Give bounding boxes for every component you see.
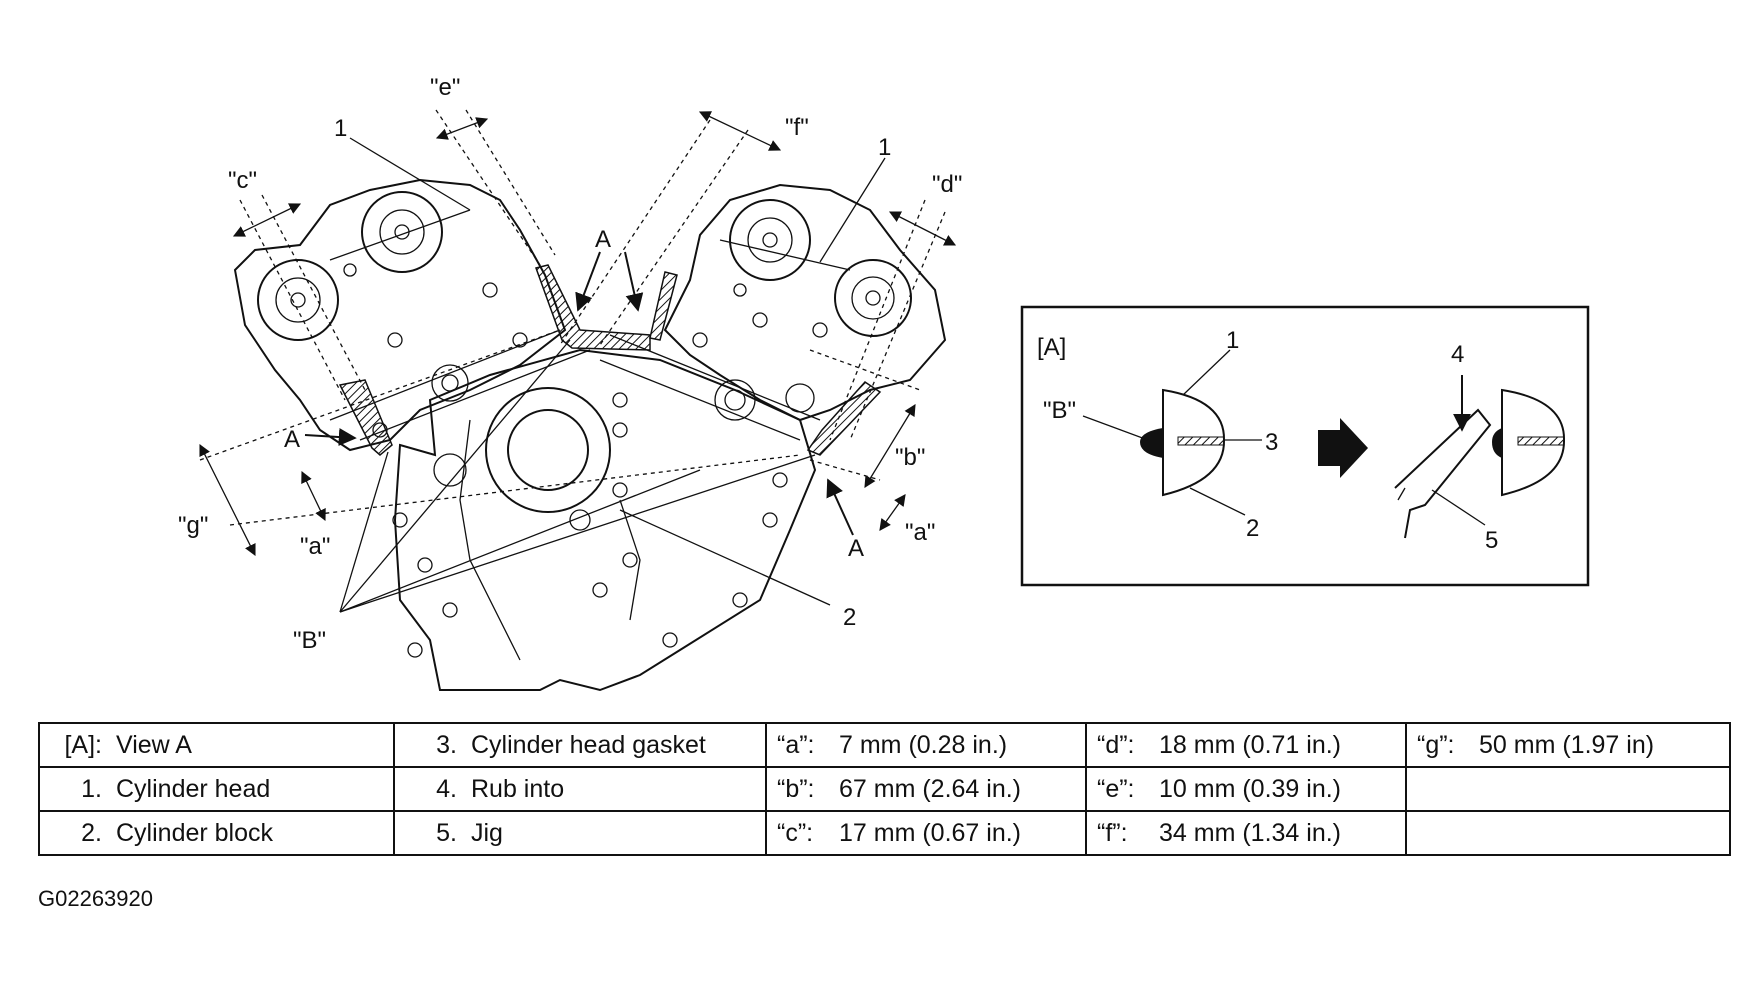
legend-cell: “b”: 67 mm (2.64 in.) xyxy=(765,766,1087,812)
legend-cell: “c”: 17 mm (0.67 in.) xyxy=(765,810,1087,856)
legend-value: 17 mm (0.67 in.) xyxy=(839,818,1022,847)
legend-key: 5. xyxy=(436,818,457,847)
label-B: "B" xyxy=(293,627,326,654)
figure-code: G02263920 xyxy=(38,886,153,911)
legend-value: Rub into xyxy=(471,774,565,803)
legend-value: 7 mm (0.28 in.) xyxy=(839,730,1008,759)
legend-row: 1. Cylinder head 4. Rub into “b”: 67 mm (2.64… xyxy=(38,766,1731,812)
legend-value: 67 mm (2.64 in.) xyxy=(839,774,1022,803)
legend-cell: 1. Cylinder head xyxy=(38,766,395,812)
legend-value: 18 mm (0.71 in.) xyxy=(1159,730,1342,759)
inset-label-B: "B" xyxy=(1043,397,1076,424)
legend-cell: “a”: 7 mm (0.28 in.) xyxy=(765,722,1087,768)
legend-key: “a”: xyxy=(777,730,815,759)
legend-cell xyxy=(1405,766,1731,812)
legend-table: [A]: View A 3. Cylinder head gasket “a”: 7 mm… xyxy=(38,722,1731,856)
view-a-inset: [A] "B" 1 2 3 4 5 xyxy=(1020,305,1590,587)
legend-cell xyxy=(1405,810,1731,856)
legend-key: “f”: xyxy=(1097,818,1128,847)
inset-label-1: 1 xyxy=(1226,327,1239,354)
legend-key: “g”: xyxy=(1417,730,1455,759)
engine-outline xyxy=(233,178,947,692)
legend-key: 3. xyxy=(436,730,457,759)
view-a-arrows xyxy=(304,251,854,536)
legend-body: [A]: View A 3. Cylinder head gasket “a”: 7 mm… xyxy=(38,722,1731,856)
label-a-right: "a" xyxy=(905,519,935,546)
dimension-lines xyxy=(199,109,957,613)
legend-key: 1. xyxy=(81,774,102,803)
label-e: "e" xyxy=(430,74,460,101)
legend-value: Cylinder block xyxy=(116,818,274,847)
inset-label-2: 2 xyxy=(1246,515,1259,542)
legend-value: View A xyxy=(116,730,192,759)
label-f: "f" xyxy=(785,114,809,141)
label-g: "g" xyxy=(178,512,208,539)
legend-cell: 3. Cylinder head gasket xyxy=(393,722,767,768)
legend-row: [A]: View A 3. Cylinder head gasket “a”: 7 mm… xyxy=(38,722,1731,768)
engine-diagram: "e" "f" "c" "d" "b" "a" "a" "g" "B" A A … xyxy=(178,74,1590,692)
label-a-left: "a" xyxy=(300,533,330,560)
inset-label-3: 3 xyxy=(1265,429,1278,456)
legend-cell: “e”: 10 mm (0.39 in.) xyxy=(1085,766,1407,812)
label-c: "c" xyxy=(228,167,257,194)
inset-title: [A] xyxy=(1037,334,1066,361)
legend-cell: “f”: 34 mm (1.34 in.) xyxy=(1085,810,1407,856)
legend-key: 4. xyxy=(436,774,457,803)
legend-key: 2. xyxy=(81,818,102,847)
legend-key: [A]: xyxy=(64,730,102,759)
legend-key: “d”: xyxy=(1097,730,1135,759)
legend-value: Jig xyxy=(471,818,503,847)
legend-cell: 2. Cylinder block xyxy=(38,810,395,856)
sealant-beads xyxy=(338,264,882,456)
legend-value: Cylinder head gasket xyxy=(471,730,706,759)
label-view-a-left: A xyxy=(284,426,300,453)
legend-cell: “d”: 18 mm (0.71 in.) xyxy=(1085,722,1407,768)
inset-label-5: 5 xyxy=(1485,527,1498,554)
legend-value: 50 mm (1.97 in) xyxy=(1479,730,1655,759)
label-b: "b" xyxy=(895,444,925,471)
label-cylinder-head-right: 1 xyxy=(878,134,891,161)
diagram-labels: "e" "f" "c" "d" "b" "a" "a" "g" "B" A A … xyxy=(178,74,962,654)
legend-row: 2. Cylinder block 5. Jig “c”: 17 mm (0.67 in.… xyxy=(38,810,1731,856)
inset-label-4: 4 xyxy=(1451,341,1464,368)
legend-value: 10 mm (0.39 in.) xyxy=(1159,774,1342,803)
label-d: "d" xyxy=(932,171,962,198)
legend-value: Cylinder head xyxy=(116,774,271,803)
legend-key: “c”: xyxy=(777,818,814,847)
label-view-a-right: A xyxy=(848,535,864,562)
label-view-a-top: A xyxy=(595,226,611,253)
legend-cell: 4. Rub into xyxy=(393,766,767,812)
legend-value: 34 mm (1.34 in.) xyxy=(1159,818,1342,847)
legend-cell: “g”: 50 mm (1.97 in) xyxy=(1405,722,1731,768)
part-leaders xyxy=(349,137,886,606)
label-cylinder-block: 2 xyxy=(843,604,856,631)
legend-cell: [A]: View A xyxy=(38,722,395,768)
label-cylinder-head-left: 1 xyxy=(334,115,347,142)
legend-cell: 5. Jig xyxy=(393,810,767,856)
legend-key: “e”: xyxy=(1097,774,1135,803)
legend-key: “b”: xyxy=(777,774,815,803)
